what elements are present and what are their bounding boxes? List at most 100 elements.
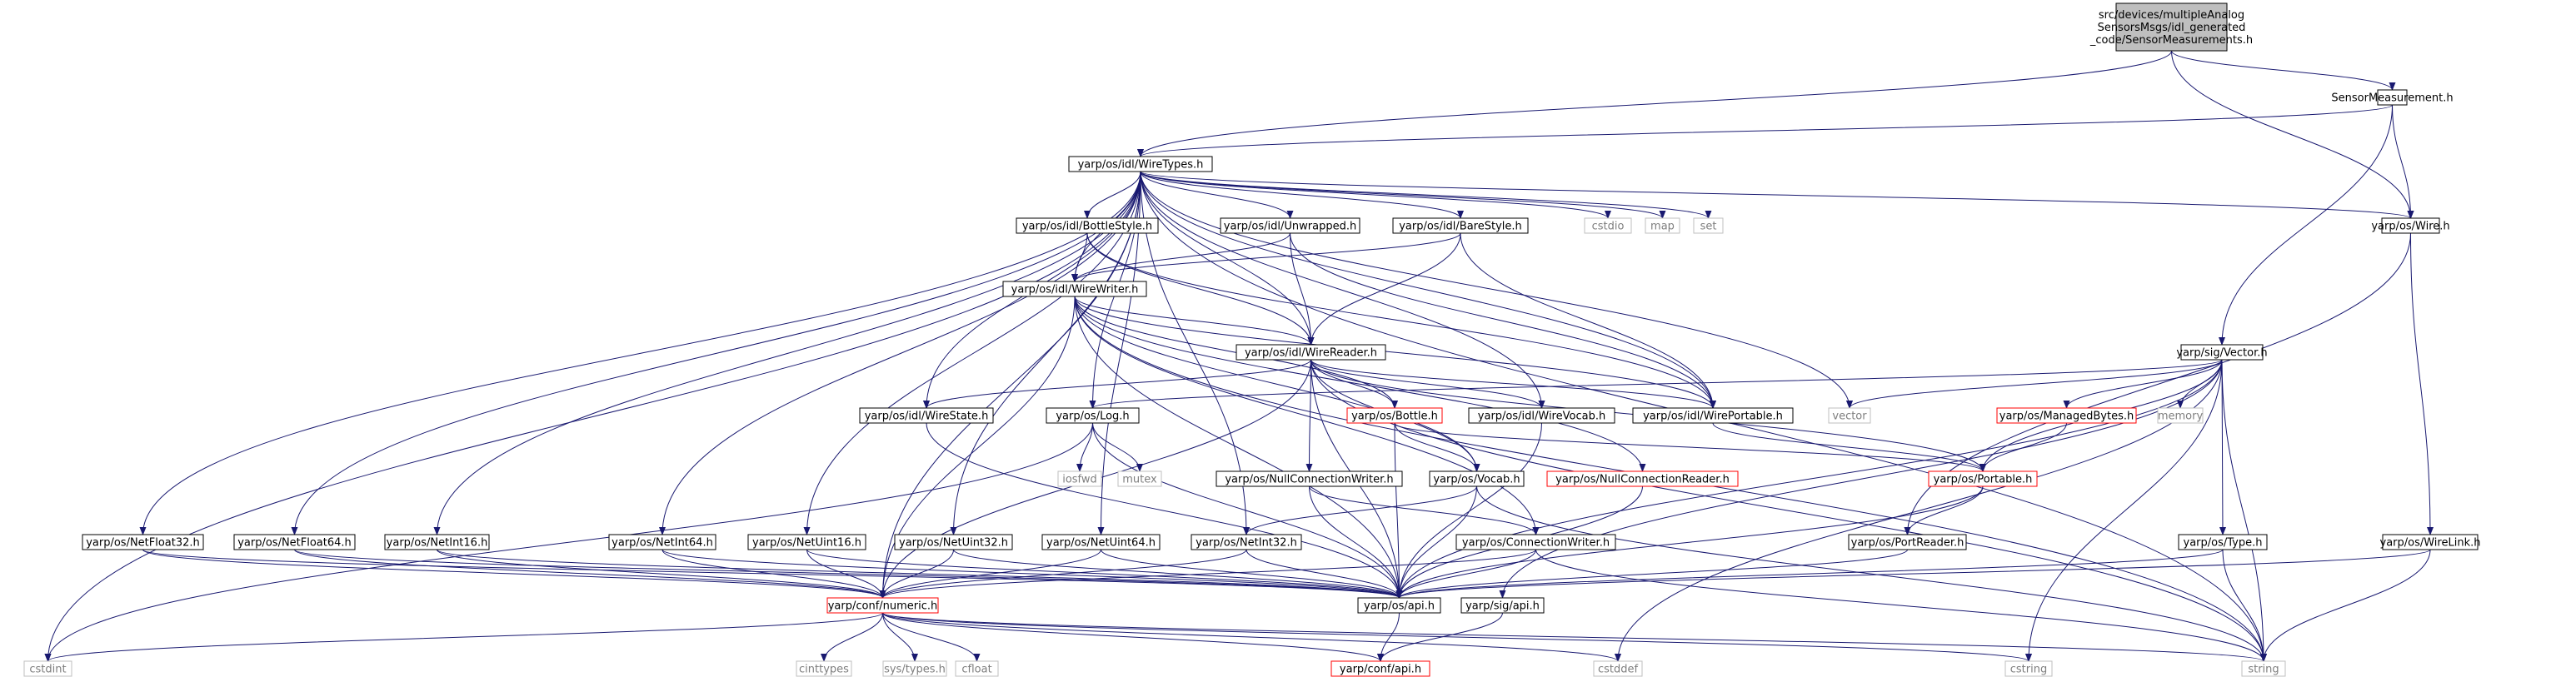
node-memory[interactable]: memory: [2157, 407, 2204, 424]
node-sensormeasurement[interactable]: SensorMeasurement.h: [2331, 89, 2454, 106]
node-nullconnreader[interactable]: yarp/os/NullConnectionReader.h: [1546, 470, 1739, 487]
node-bottlestyle[interactable]: yarp/os/idl/BottleStyle.h: [1016, 217, 1159, 234]
node-log[interactable]: yarp/os/Log.h: [1046, 407, 1140, 424]
edge-wiretypes-to-cstdio: [1140, 171, 1611, 219]
node-box: [1220, 217, 1360, 234]
node-netuint16[interactable]: yarp/os/NetUint16.h: [747, 534, 866, 550]
node-string[interactable]: string: [2241, 660, 2286, 677]
edge-log-to-iosfwd: [1076, 422, 1093, 472]
node-box: [1046, 407, 1140, 424]
edge-vector-to-sigapi: [1499, 359, 2223, 599]
node-managedbytes[interactable]: yarp/os/ManagedBytes.h: [1996, 407, 2137, 424]
node-netint16[interactable]: yarp/os/NetInt16.h: [384, 534, 490, 550]
node-cstdio[interactable]: cstdio: [1584, 217, 1632, 234]
node-label: yarp/os/Wire.h: [2371, 221, 2449, 233]
edge-connwriter-to-osapi: [1395, 549, 1536, 599]
node-unwrapped[interactable]: yarp/os/idl/Unwrapped.h: [1220, 217, 1360, 234]
node-wirelink[interactable]: yarp/os/WireLink.h: [2380, 534, 2481, 550]
node-netint64[interactable]: yarp/os/NetInt64.h: [608, 534, 716, 550]
node-cinttypes[interactable]: cinttypes: [796, 660, 852, 677]
node-bottle[interactable]: yarp/os/Bottle.h: [1346, 407, 1443, 424]
node-vector[interactable]: yarp/sig/Vector.h: [2176, 344, 2268, 361]
node-wireportable[interactable]: yarp/os/idl/WirePortable.h: [1632, 407, 1794, 424]
edge-type-to-string: [2222, 549, 2267, 662]
node-vocab[interactable]: yarp/os/Vocab.h: [1429, 470, 1525, 487]
node-set[interactable]: set: [1693, 217, 1724, 234]
node-wirevocab[interactable]: yarp/os/idl/WireVocab.h: [1468, 407, 1615, 424]
node-label: yarp/os/NetUint32.h: [899, 537, 1008, 550]
node-confapi[interactable]: yarp/conf/api.h: [1330, 660, 1430, 677]
node-cstddef[interactable]: cstddef: [1593, 660, 1643, 677]
node-label: map: [1650, 221, 1675, 233]
edge-wirestate-to-osapi: [926, 422, 1403, 599]
node-box: [2241, 660, 2286, 677]
node-osapi[interactable]: yarp/os/api.h: [1357, 597, 1441, 614]
node-netint32[interactable]: yarp/os/NetInt32.h: [1191, 534, 1302, 550]
node-numeric[interactable]: yarp/conf/numeric.h: [826, 597, 939, 614]
edge-numeric-to-cstddef: [882, 612, 1621, 662]
edge-unwrapped-to-wireportable: [1290, 232, 1716, 409]
node-barestyle[interactable]: yarp/os/idl/BareStyle.h: [1392, 217, 1529, 234]
edge-wiretypes-to-unwrapped: [1140, 171, 1294, 219]
node-box: [2178, 534, 2268, 550]
edge-root-to-wire: [2171, 50, 2414, 219]
node-wirereader[interactable]: yarp/os/idl/WireReader.h: [1236, 344, 1386, 361]
node-sigapi[interactable]: yarp/sig/api.h: [1460, 597, 1545, 614]
node-box: [1346, 407, 1443, 424]
edge-bottle-to-vocab: [1394, 422, 1480, 472]
node-vectorstd[interactable]: vector: [1828, 407, 1871, 424]
node-netfloat64[interactable]: yarp/os/NetFloat64.h: [233, 534, 356, 550]
node-box: [1117, 470, 1162, 487]
edge-osapi-to-confapi: [1377, 612, 1400, 662]
node-wirestate[interactable]: yarp/os/idl/WireState.h: [859, 407, 994, 424]
node-type[interactable]: yarp/os/Type.h: [2178, 534, 2268, 550]
edge-vector-to-osapi: [1395, 359, 2223, 599]
node-wiretypes[interactable]: yarp/os/idl/WireTypes.h: [1068, 156, 1213, 172]
node-map[interactable]: map: [1645, 217, 1680, 234]
edge-wirelink-to-string: [2260, 549, 2431, 662]
node-box: [1068, 156, 1213, 172]
edge-wiretypes-to-map: [1140, 171, 1666, 219]
node-netfloat32[interactable]: yarp/os/NetFloat32.h: [82, 534, 204, 550]
node-label: yarp/os/ManagedBytes.h: [1999, 411, 2134, 423]
edge-numeric-to-confapi: [882, 612, 1384, 662]
edge-netfloat32-to-numeric: [142, 549, 886, 599]
edge-sensormeasurement-to-vector: [2219, 104, 2393, 346]
node-box: [1216, 470, 1403, 487]
node-label: yarp/sig/api.h: [1465, 600, 1540, 613]
node-connwriter[interactable]: yarp/os/ConnectionWriter.h: [1455, 534, 1616, 550]
node-box: [1828, 407, 1871, 424]
edge-wirereader-to-nullconnwriter: [1305, 359, 1313, 472]
edge-netuint32-to-numeric: [879, 549, 954, 599]
node-box: [2157, 407, 2204, 424]
node-netuint32[interactable]: yarp/os/NetUint32.h: [894, 534, 1013, 550]
node-box: [796, 660, 852, 677]
node-nullconnwriter[interactable]: yarp/os/NullConnectionWriter.h: [1216, 470, 1403, 487]
node-label: cstdio: [1592, 221, 1625, 233]
node-iosfwd[interactable]: iosfwd: [1057, 470, 1102, 487]
node-label: _code/SensorMeasurements.h: [2089, 34, 2253, 47]
node-box: [955, 660, 999, 677]
node-box: [23, 660, 72, 677]
edge-wire-to-wirelink: [2410, 232, 2434, 535]
node-label: yarp/os/api.h: [1364, 600, 1435, 613]
node-root[interactable]: src/devices/multipleAnalogSensorsMsgs/id…: [2089, 2, 2253, 52]
node-cfloat[interactable]: cfloat: [955, 660, 999, 677]
node-portable[interactable]: yarp/os/Portable.h: [1928, 470, 2038, 487]
node-cstdint[interactable]: cstdint: [23, 660, 72, 677]
edge-barestyle-to-wireportable: [1460, 232, 1716, 409]
node-box: [1848, 534, 1967, 550]
node-label: yarp/os/PortReader.h: [1851, 537, 1964, 550]
node-portreader[interactable]: yarp/os/PortReader.h: [1848, 534, 1967, 550]
node-wirewriter[interactable]: yarp/os/idl/WireWriter.h: [1002, 281, 1147, 297]
node-cstring[interactable]: cstring: [2004, 660, 2053, 677]
node-netuint64[interactable]: yarp/os/NetUint64.h: [1041, 534, 1161, 550]
edge-numeric-to-cinttypes: [821, 612, 883, 662]
edge-netuint64-to-osapi: [1101, 549, 1403, 599]
node-systypes[interactable]: sys/types.h: [882, 660, 947, 677]
node-label: yarp/os/NetFloat64.h: [237, 537, 352, 550]
edge-unwrapped-to-wirewriter: [1071, 232, 1290, 282]
edge-wirewriter-to-wireportable: [1074, 296, 1716, 409]
node-wire[interactable]: yarp/os/Wire.h: [2371, 217, 2450, 234]
node-mutex[interactable]: mutex: [1117, 470, 1162, 487]
